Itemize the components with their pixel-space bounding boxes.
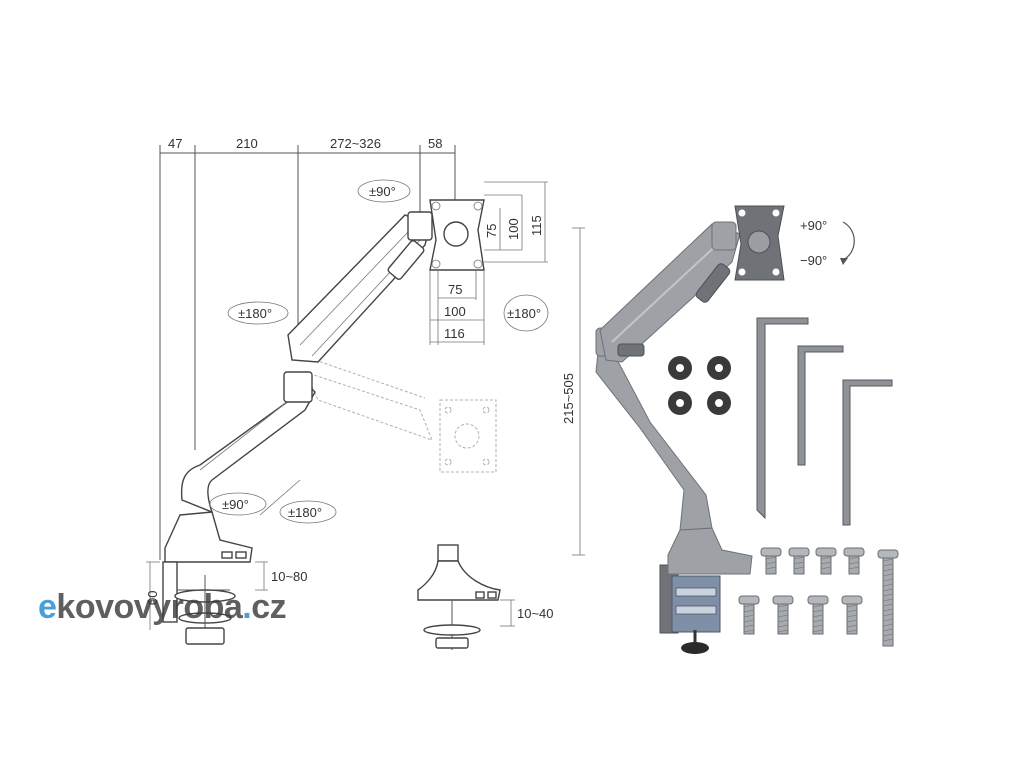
hex-keys xyxy=(756,317,893,526)
screw xyxy=(841,595,863,635)
dim-47: 47 xyxy=(168,136,182,151)
vesa-v-115: 115 xyxy=(529,215,544,236)
screw xyxy=(807,595,829,635)
rotation-pan-mid: ±180° xyxy=(238,306,272,321)
screw xyxy=(738,595,760,635)
grommet-base-drawing xyxy=(417,544,515,650)
rotation-tilt-top: ±90° xyxy=(369,184,396,199)
ghost-arm xyxy=(304,359,497,473)
vesa-v-75: 75 xyxy=(484,224,499,238)
screw xyxy=(772,595,794,635)
screw xyxy=(815,547,837,575)
vesa-h-116: 116 xyxy=(444,326,465,341)
screw xyxy=(877,549,899,647)
dim-272-326: 272~326 xyxy=(330,136,381,151)
screw xyxy=(788,547,810,575)
product-tilt-down: −90° xyxy=(800,253,827,268)
vesa-v-100: 100 xyxy=(506,218,521,240)
arm-line-drawing xyxy=(162,199,485,645)
rotate-arrow-icon xyxy=(209,179,549,524)
tilt-arrow-icon xyxy=(840,221,855,265)
product-monitor-arm xyxy=(595,205,785,654)
height-range: 215~505 xyxy=(561,373,576,424)
partial-dimension-left: 00 xyxy=(145,591,160,605)
product-tilt-up: +90° xyxy=(800,218,827,233)
height-range-lines xyxy=(572,227,585,556)
vesa-dimension-lines xyxy=(429,181,548,345)
vesa-h-100: 100 xyxy=(444,304,466,319)
clamp-range-left-lines xyxy=(146,561,268,630)
screw xyxy=(843,547,865,575)
rotation-rotate-right: ±180° xyxy=(507,306,541,321)
screws xyxy=(738,547,899,647)
clamp-range-left: 10~80 xyxy=(271,569,308,584)
washers xyxy=(668,356,731,415)
top-dimension-lines xyxy=(159,145,456,560)
dim-210: 210 xyxy=(236,136,258,151)
rotation-base-right: ±180° xyxy=(288,505,322,520)
rotation-base-left: ±90° xyxy=(222,497,249,512)
screw xyxy=(760,547,782,575)
clamp-range-center: 10~40 xyxy=(517,606,554,621)
dim-58: 58 xyxy=(428,136,442,151)
vesa-h-75: 75 xyxy=(448,282,462,297)
